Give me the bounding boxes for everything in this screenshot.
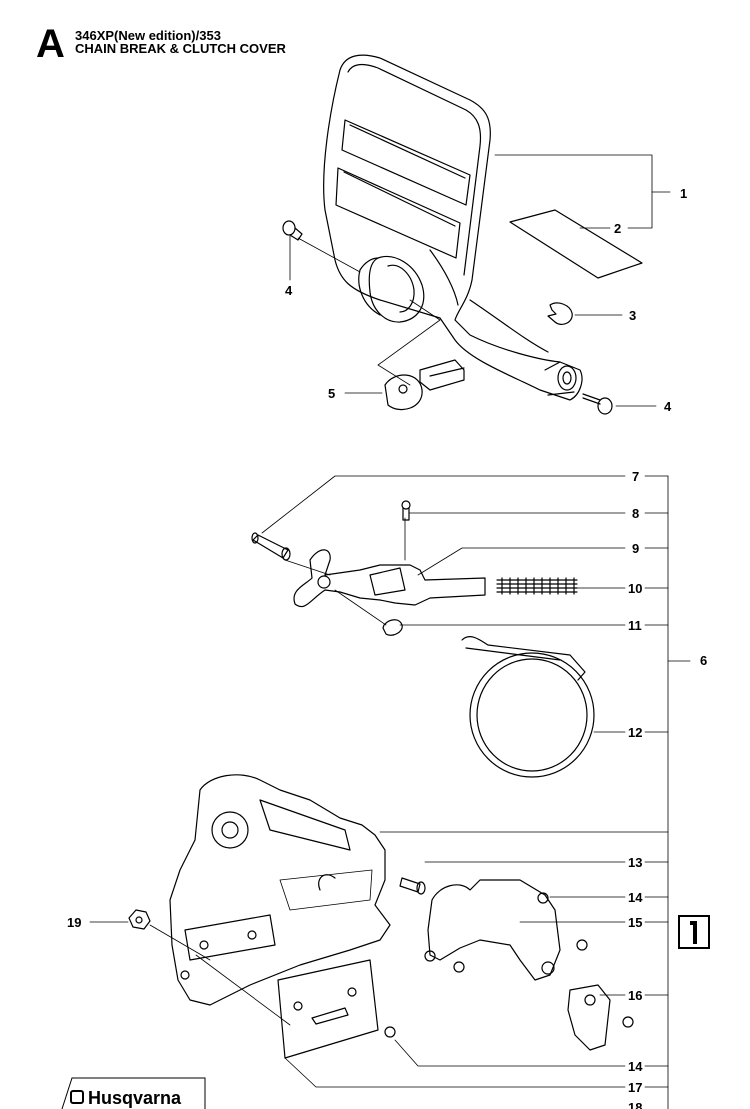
screw-part-left (282, 220, 303, 241)
small-screw-part (401, 500, 411, 521)
callout-4-left: 4 (285, 283, 293, 298)
callout-14-top: 14 (628, 890, 643, 905)
callout-9: 9 (632, 541, 639, 556)
clutch-cover-part (169, 774, 391, 1006)
section-letter: A (36, 22, 65, 66)
callout-19: 19 (67, 915, 81, 930)
nut-part (128, 909, 151, 930)
spring-part (496, 577, 578, 595)
callout-6: 6 (700, 653, 707, 668)
decal-part (509, 209, 643, 279)
callout-5: 5 (328, 386, 335, 401)
bolt-part (399, 877, 426, 895)
callout-1: 1 (680, 186, 687, 201)
brake-band-part (461, 636, 595, 778)
callout-7: 7 (632, 469, 639, 484)
brake-lever-part (293, 549, 486, 608)
screw-part-right (582, 393, 613, 415)
callout-2: 2 (614, 221, 621, 236)
callout-3: 3 (629, 308, 636, 323)
bracket-part (567, 984, 611, 1051)
chain-guide-part (424, 879, 561, 981)
e-clip-part (382, 619, 403, 636)
brand-name: Husqvarna (88, 1088, 182, 1108)
tool-icon (678, 915, 710, 949)
page-title: CHAIN BREAK & CLUTCH COVER (75, 41, 286, 56)
clip-part (547, 302, 573, 325)
cover-plate-part (277, 959, 379, 1059)
callout-14-bottom: 14 (628, 1059, 643, 1074)
callout-8: 8 (632, 506, 639, 521)
callout-12: 12 (628, 725, 642, 740)
hand-guard-part (323, 54, 583, 401)
callout-17: 17 (628, 1080, 642, 1095)
callout-15: 15 (628, 915, 642, 930)
brand-frame (61, 1077, 206, 1109)
callout-18: 18 (628, 1100, 642, 1109)
screw-part-14 (384, 892, 634, 1038)
husqvarna-logo-icon (70, 1090, 84, 1104)
callout-11: 11 (628, 618, 642, 633)
callout-13: 13 (628, 855, 642, 870)
callout-10: 10 (628, 581, 642, 596)
callout-4-right: 4 (664, 399, 672, 414)
bushing-part (251, 532, 291, 561)
model-title: 346XP(New edition)/353 (75, 28, 221, 43)
callout-16: 16 (628, 988, 642, 1003)
pivot-washer-part (384, 359, 465, 411)
